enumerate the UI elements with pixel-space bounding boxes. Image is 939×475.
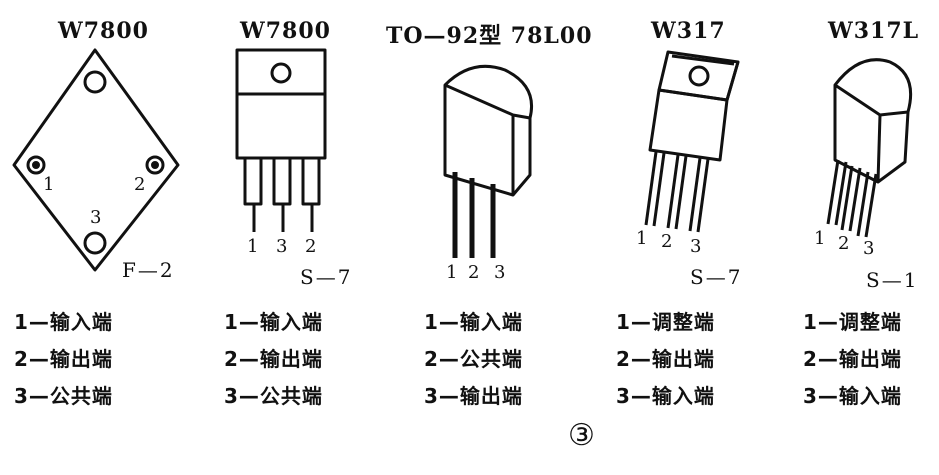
to220-w7800-package <box>235 48 327 232</box>
title-to92-78l00: TO—92型 78L00 <box>386 23 593 49</box>
to92-78l00-package <box>443 64 534 258</box>
legend-line: 1—输入端 <box>424 310 523 334</box>
pin-label-2: 2 <box>134 174 146 195</box>
pin-label-3: 3 <box>863 238 875 259</box>
package-code-s7: S—7 <box>690 265 743 289</box>
legend-line: 1—输入端 <box>224 310 323 334</box>
title-w317: W317 <box>651 18 726 44</box>
legend-line: 2—输出端 <box>803 347 902 371</box>
pin-label-2: 2 <box>468 262 480 283</box>
pin-label-1: 1 <box>636 228 648 249</box>
legend-line: 2—公共端 <box>424 347 523 371</box>
package-code-s7: S—7 <box>300 265 353 289</box>
figure-label: ③ <box>568 418 595 453</box>
pin-label-1: 1 <box>247 236 259 257</box>
pin-label-2: 2 <box>305 236 317 257</box>
legend-line: 1—调整端 <box>616 310 715 334</box>
pin-label-1: 1 <box>43 174 55 195</box>
legend-line: 3—输出端 <box>424 384 523 408</box>
w317l-package <box>826 58 913 238</box>
package-code-s1: S—1 <box>866 268 919 292</box>
legend-line: 2—输出端 <box>14 347 113 371</box>
legend-line: 3—公共端 <box>224 384 323 408</box>
pin-label-1: 1 <box>446 262 458 283</box>
legend-line: 3—公共端 <box>14 384 113 408</box>
title-w317l: W317L <box>828 18 920 44</box>
legend-line: 3—输入端 <box>616 384 715 408</box>
pin-label-2: 2 <box>838 233 850 254</box>
pin-label-3: 3 <box>690 236 702 257</box>
legend-line: 1—调整端 <box>803 310 902 334</box>
f2-diamond-package <box>12 48 180 272</box>
pin-label-3: 3 <box>90 207 102 228</box>
legend-line: 2—输出端 <box>616 347 715 371</box>
w317-package <box>644 50 740 233</box>
pin-label-3: 3 <box>276 236 288 257</box>
title-w7800-f2: W7800 <box>58 18 149 44</box>
legend-line: 3—输入端 <box>803 384 902 408</box>
package-code-f2: F—2 <box>122 258 175 282</box>
pin-label-1: 1 <box>814 228 826 249</box>
title-w7800-s7: W7800 <box>240 18 331 44</box>
legend-line: 2—输出端 <box>224 347 323 371</box>
pin-label-2: 2 <box>661 231 673 252</box>
pin-label-3: 3 <box>494 262 506 283</box>
legend-line: 1—输入端 <box>14 310 113 334</box>
